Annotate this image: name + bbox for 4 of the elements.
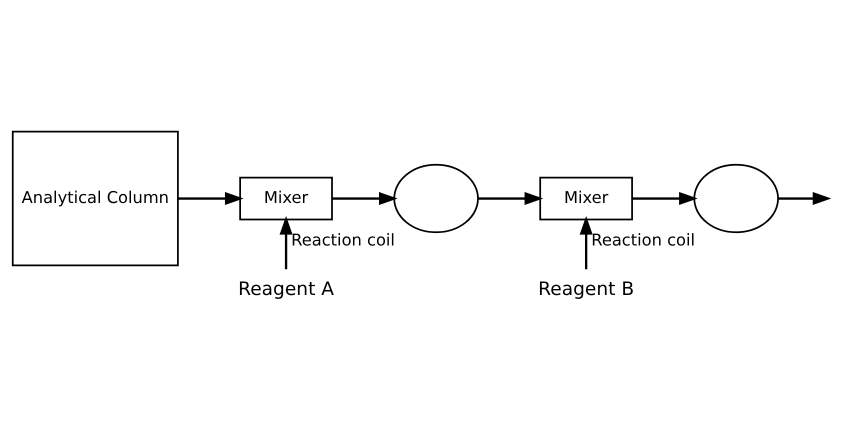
node-text: Reagent A — [238, 278, 334, 300]
node-label: Reaction coil — [291, 230, 395, 250]
node-label: Reaction coil — [591, 230, 696, 250]
node-text: Reagent B — [538, 278, 634, 300]
